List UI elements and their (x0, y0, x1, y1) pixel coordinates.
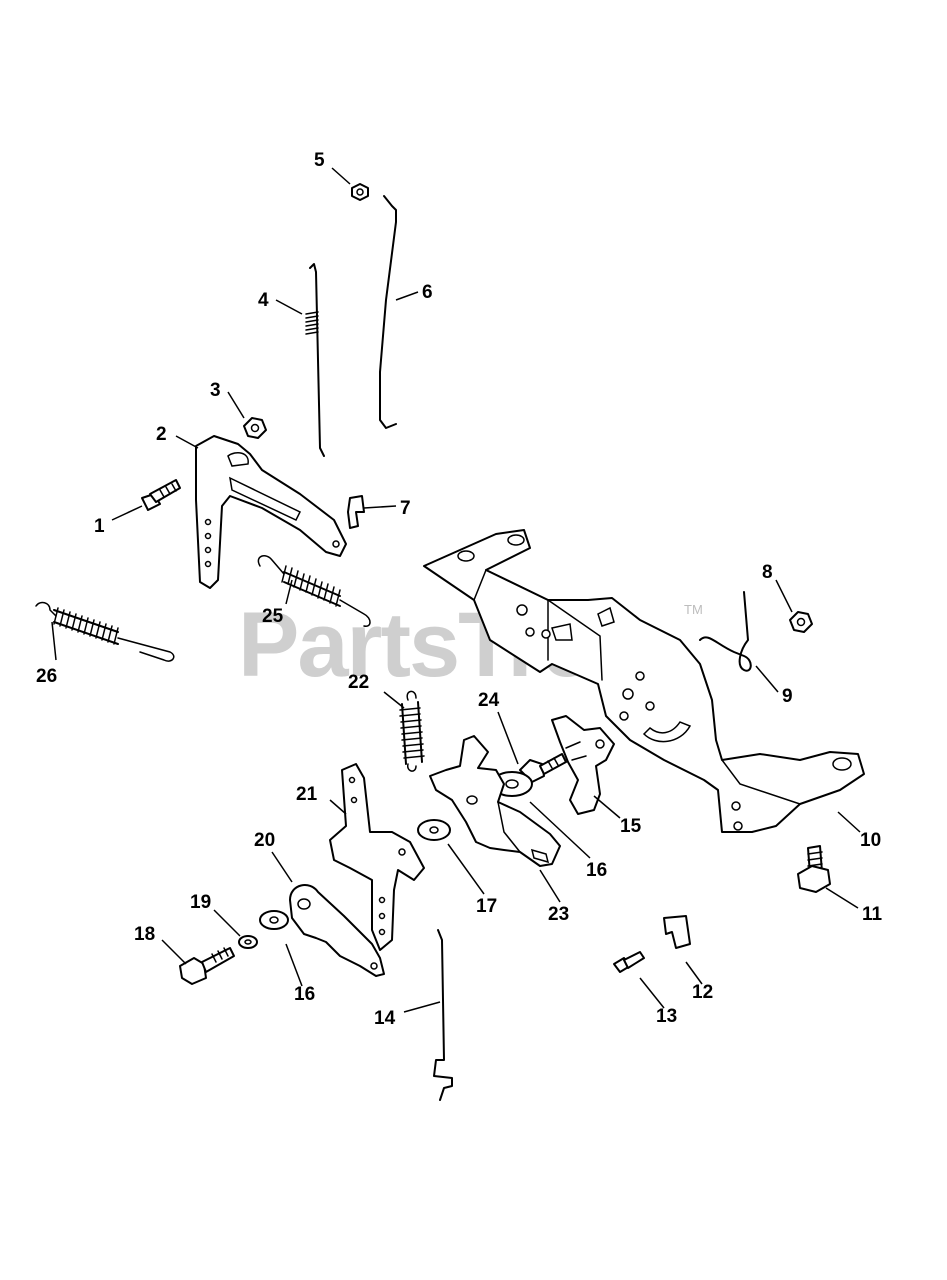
part-14-rod[interactable] (433, 929, 453, 1101)
callout-2: 2 (156, 424, 167, 445)
part-19-washer[interactable] (238, 935, 258, 949)
part-11-bolt[interactable] (797, 845, 831, 893)
callout-20: 20 (254, 830, 275, 851)
part-22-spring[interactable] (399, 690, 425, 772)
watermark-trademark: TM (684, 602, 703, 617)
callout-23: 23 (548, 904, 569, 925)
callout-17: 17 (476, 896, 497, 917)
callout-14: 14 (374, 1008, 396, 1029)
callout-4: 4 (258, 290, 269, 311)
callout-10: 10 (860, 830, 881, 851)
part-20-plate[interactable] (289, 884, 385, 977)
callout-3: 3 (210, 380, 221, 401)
callout-9: 9 (782, 686, 793, 707)
callout-15: 15 (620, 816, 642, 837)
callout-13: 13 (656, 1006, 677, 1027)
part-10-bracket[interactable] (423, 529, 865, 833)
callout-11: 11 (862, 904, 883, 925)
part-17-washer[interactable] (417, 819, 451, 841)
callout-16-lower: 16 (294, 984, 315, 1005)
callout-19: 19 (190, 892, 211, 913)
part-6-rod[interactable] (379, 195, 397, 429)
part-3-nut[interactable] (243, 417, 267, 439)
callout-24: 24 (478, 690, 500, 711)
callout-6: 6 (422, 282, 433, 303)
callout-labels: 1 2 3 4 5 6 7 8 9 10 11 12 13 14 15 16 1… (36, 150, 883, 1029)
callout-25: 25 (262, 606, 284, 627)
callout-16-upper: 16 (586, 860, 607, 881)
callout-7: 7 (400, 498, 411, 519)
leader-lines (51, 167, 861, 1013)
part-5-nut[interactable] (351, 183, 369, 201)
callout-21: 21 (296, 784, 318, 805)
callout-8: 8 (762, 562, 773, 583)
part-9-spring-wire[interactable] (699, 591, 752, 672)
callout-5: 5 (314, 150, 325, 171)
callout-1: 1 (94, 516, 105, 537)
part-26-spring[interactable] (35, 601, 175, 662)
part-18-bolt[interactable] (179, 947, 235, 985)
part-21-lever[interactable] (329, 763, 425, 951)
callout-12: 12 (692, 982, 713, 1003)
callout-26: 26 (36, 666, 57, 687)
part-7-clip[interactable] (347, 495, 365, 529)
part-13-screw[interactable] (613, 951, 645, 973)
part-15-lever[interactable] (551, 715, 615, 815)
part-25-spring[interactable] (257, 555, 371, 627)
part-12-clip[interactable] (663, 915, 691, 949)
part-1-bolt[interactable] (141, 479, 181, 511)
part-2-lever[interactable] (195, 435, 347, 589)
part-4-rod-spring[interactable] (305, 263, 325, 457)
callout-22: 22 (348, 672, 369, 693)
part-16-washer-lower[interactable] (259, 910, 289, 930)
part-23-plate[interactable] (429, 735, 561, 867)
callout-18: 18 (134, 924, 155, 945)
part-8-nut[interactable] (789, 611, 813, 633)
